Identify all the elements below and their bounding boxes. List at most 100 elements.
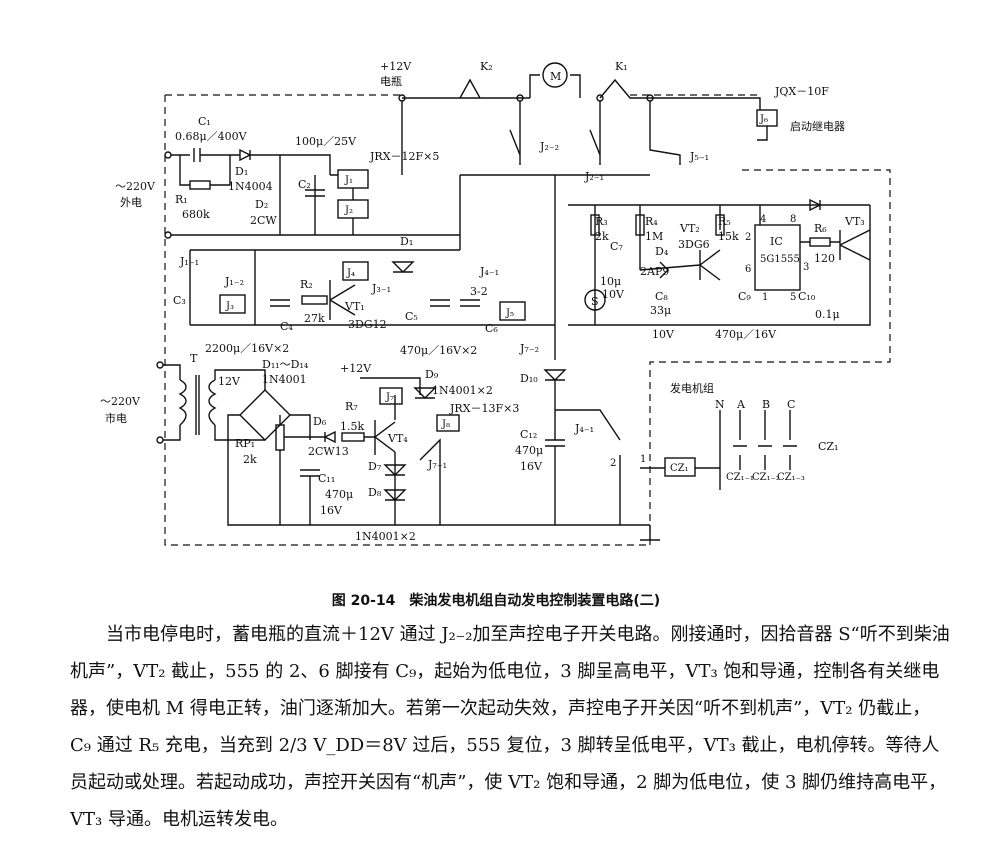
body-paragraph: 当市电停电时，蓄电瓶的直流＋12V 通过 J₂₋₂加至声控电子开关电路。刚接通时…: [70, 624, 950, 830]
label-c12: C₁₂: [520, 428, 537, 441]
label-c: C: [787, 398, 795, 411]
label-c8: C₈: [655, 290, 668, 303]
label-vt1-type: 3DG12: [348, 318, 387, 331]
label-vt1: VT₁: [344, 300, 365, 313]
label-cz1-box: CZ₁: [670, 463, 689, 474]
output-section: [543, 369, 621, 525]
label-cz12: CZ₁₋₂: [752, 472, 780, 483]
label-j31: J₃₋₁: [371, 282, 391, 295]
label-j6: J₆: [759, 114, 768, 125]
label-jrx13f: JRX－13F×3: [449, 402, 519, 415]
figure-caption: 图 20-14 柴油发电机组自动发电控制装置电路(二): [331, 593, 661, 609]
label-j41b: J₄₋₁: [574, 422, 594, 435]
label-j4: J₄: [346, 268, 355, 279]
label-j72: J₇₋₂: [519, 342, 539, 355]
control-box-outline: [164, 94, 891, 546]
label-cap-100u: 100μ／25V: [295, 135, 357, 148]
label-d2-type: 2CW: [250, 214, 277, 227]
relays-j1-j2: [330, 169, 369, 235]
label-c9: C₉: [738, 290, 751, 303]
label-contact-1: 1: [640, 454, 646, 465]
label-r2: R₂: [300, 278, 313, 291]
label-c6: C₆: [485, 322, 498, 335]
label-ic-type: 5G1555: [760, 254, 800, 265]
label-d7: D₇: [368, 460, 382, 473]
main-bus: [459, 174, 650, 360]
label-j41: J₄₋₁: [479, 265, 499, 278]
label-j32: 3-2: [470, 285, 488, 298]
label-r7: R₇: [345, 400, 358, 413]
label-d9: D₉: [425, 368, 439, 381]
label-ic: IC: [770, 235, 783, 248]
label-cap-2200: 2200μ／16V×2: [205, 342, 289, 355]
label-cz11: CZ₁₋₁: [726, 472, 754, 483]
label-c7: C₇: [610, 240, 623, 253]
label-j2: J₂: [344, 205, 353, 216]
label-c12-val: 470μ: [515, 444, 543, 457]
label-c11: C₁₁: [318, 472, 335, 485]
label-c1: C₁: [198, 115, 211, 128]
label-vt3: VT₃: [844, 215, 865, 228]
label-jrx12f: JRX－12F×5: [369, 150, 439, 163]
label-d6: D₆: [313, 415, 327, 428]
label-c10-val: 0.1μ: [815, 308, 840, 321]
label-d1-mid: D₁: [400, 235, 413, 248]
label-d1-top: D₁: [235, 165, 248, 178]
relay-section: [189, 249, 555, 326]
ic-pin2: 2: [745, 232, 751, 243]
label-d6-type: 2CW13: [308, 445, 349, 458]
label-c11-v: 16V: [320, 504, 343, 517]
label-c11-val: 470μ: [325, 488, 353, 501]
label-c12-v: 16V: [520, 460, 543, 473]
label-t: T: [190, 352, 198, 365]
label-c1-val: 0.68μ／400V: [175, 130, 248, 143]
label-k1: K₁: [615, 60, 628, 73]
label-bridge: D₁₁～D₁₄: [262, 358, 309, 371]
label-vt2-type: 3DG6: [678, 238, 710, 251]
generator-outputs: [640, 410, 797, 490]
label-j8: J₈: [441, 419, 450, 430]
label-j22: J₂₋₂: [539, 140, 559, 153]
label-cap-470x2: 470μ／16V×2: [400, 344, 477, 357]
label-c3: C₃: [173, 294, 186, 307]
external-power-input: [164, 148, 460, 239]
label-d4-type: 2AP9: [640, 265, 669, 278]
label-vt2: VT₂: [679, 222, 700, 235]
label-c5: C₅: [405, 310, 418, 323]
label-c7-val: 10μ: [600, 275, 621, 288]
label-j12: J₁₋₂: [224, 275, 244, 288]
label-j7: J₇: [385, 392, 394, 403]
label-ac220-mains: ～220V: [100, 395, 141, 408]
label-r3-val: 2k: [595, 230, 609, 243]
motor-label: M: [550, 70, 561, 83]
label-jqx: JQX－10F: [774, 85, 829, 98]
label-j1: J₁: [344, 175, 353, 186]
label-plus12v-mid: +12V: [340, 362, 372, 375]
label-d8: D₈: [368, 486, 382, 499]
body-text: 当市电停电时，蓄电瓶的直流＋12V 通过 J₂₋₂加至声控电子开关电路。刚接通时…: [70, 616, 950, 838]
mains-supply: [156, 361, 650, 526]
label-rp1-val: 2k: [243, 453, 257, 466]
label-ac220-ext: ～220V: [115, 180, 156, 193]
label-d10: D₁₀: [520, 372, 538, 385]
label-rp1: RP₁: [235, 437, 255, 450]
label-j5: J₅: [505, 308, 514, 319]
label-j11: J₁₋₁: [179, 255, 199, 268]
label-k2: K₂: [480, 60, 493, 73]
label-b: B: [762, 398, 770, 411]
label-mains: 市电: [105, 411, 127, 425]
label-n: N: [715, 398, 725, 411]
label-r6: R₆: [814, 222, 827, 235]
label-contact-2: 2: [610, 458, 616, 469]
label-r1-val: 680k: [182, 208, 210, 221]
ic-pin6: 6: [745, 264, 751, 275]
label-d1-type: 1N4004: [228, 180, 273, 193]
label-bridge-type: 1N4001: [262, 373, 307, 386]
label-j3: J₃: [225, 301, 234, 312]
label-d9-type: 1N4001×2: [432, 384, 493, 397]
label-r4: R₄: [645, 215, 658, 228]
charge-section: [300, 377, 460, 525]
label-genset: 发电机组: [670, 381, 714, 395]
ic-pin8: 8: [790, 214, 796, 225]
ground-line: [640, 525, 660, 541]
